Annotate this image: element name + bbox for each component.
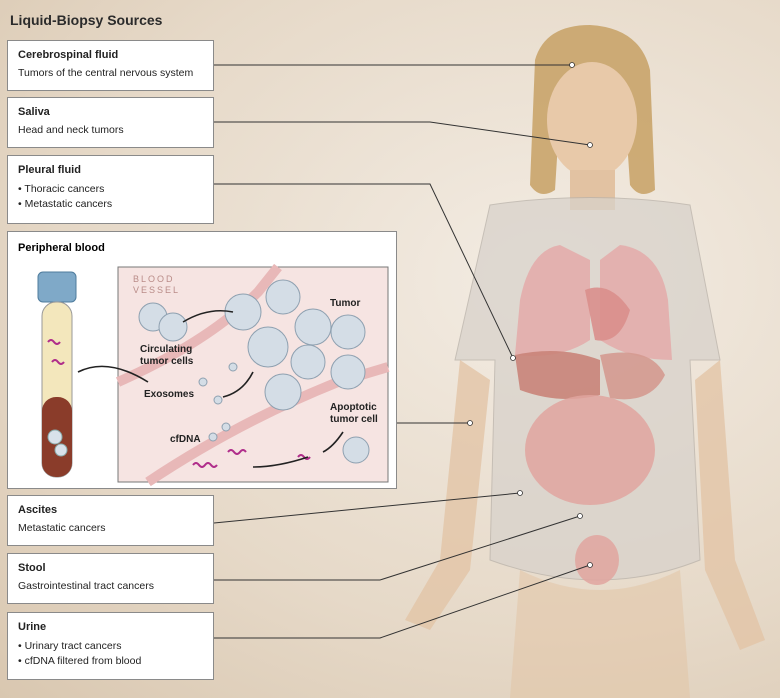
- blood-illustration: [37, 263, 390, 487]
- intestines: [525, 395, 655, 505]
- exosome: [221, 422, 231, 432]
- vessel-wall: [145, 362, 390, 487]
- exosome: [198, 377, 208, 387]
- source-name: Urine: [18, 621, 47, 633]
- source-box-saliva: Saliva Head and neck tumors: [7, 97, 214, 148]
- tumor-cell: [264, 373, 302, 411]
- cfdna-strand: [227, 449, 247, 455]
- arm-left: [405, 360, 490, 630]
- source-item: Metastatic cancers: [18, 197, 203, 212]
- tube-dna: [51, 359, 65, 365]
- cfdna-strand: [297, 454, 311, 460]
- peripheral-blood-panel: Peripheral blood: [7, 231, 397, 489]
- tube-cell: [54, 443, 68, 457]
- lung-left: [515, 245, 590, 356]
- tube-dna: [47, 339, 61, 345]
- tumor-cell: [290, 344, 326, 380]
- arrow: [322, 431, 344, 453]
- source-box-csf: Cerebrospinal fluid Tumors of the centra…: [7, 40, 214, 91]
- tumor-cell: [330, 314, 366, 350]
- exosome: [208, 432, 218, 442]
- tumor-cell: [265, 279, 301, 315]
- source-desc: Metastatic cancers: [18, 522, 106, 534]
- exosomes-label: Exosomes: [144, 389, 195, 400]
- heart: [585, 287, 630, 341]
- hair: [530, 25, 655, 194]
- source-desc: Gastrointestinal tract cancers: [18, 580, 154, 592]
- source-desc: Head and neck tumors: [18, 124, 124, 136]
- arrow: [182, 309, 234, 323]
- source-name: Ascites: [18, 504, 58, 516]
- source-item: cfDNA filtered from blood: [18, 654, 203, 669]
- bladder: [575, 535, 619, 585]
- source-box-urine: Urine Urinary tract cancers cfDNA filter…: [7, 612, 214, 680]
- source-box-ascites: Ascites Metastatic cancers: [7, 495, 214, 546]
- stomach: [600, 352, 665, 400]
- arm-right: [695, 360, 765, 650]
- tumor-cell: [294, 308, 332, 346]
- source-desc: Tumors of the central nervous system: [18, 67, 194, 79]
- source-name: Pleural fluid: [18, 164, 81, 176]
- tumor-label: Tumor: [330, 298, 361, 309]
- cfdna-strand: [192, 462, 218, 468]
- exosome: [228, 362, 238, 372]
- source-name: Peripheral blood: [18, 242, 105, 254]
- circulating-cell: [158, 312, 188, 342]
- page-title: Liquid-Biopsy Sources: [10, 12, 163, 28]
- source-name: Cerebrospinal fluid: [18, 49, 119, 61]
- cfdna-label: cfDNA: [170, 434, 201, 445]
- tube-cap: [37, 271, 77, 303]
- legs: [510, 570, 690, 698]
- tumor-cell: [224, 293, 262, 331]
- face: [547, 62, 637, 178]
- arrow: [252, 456, 309, 468]
- tube-cell: [47, 429, 63, 445]
- source-box-pleural: Pleural fluid Thoracic cancers Metastati…: [7, 155, 214, 224]
- source-name: Stool: [18, 562, 46, 574]
- arrow: [77, 365, 149, 383]
- arrow: [222, 371, 254, 398]
- source-item: Thoracic cancers: [18, 182, 203, 197]
- source-name: Saliva: [18, 106, 50, 118]
- source-box-stool: Stool Gastrointestinal tract cancers: [7, 553, 214, 604]
- tumor-cell: [330, 354, 366, 390]
- apoptotic-cell: [342, 436, 370, 464]
- tumor-cell: [247, 326, 289, 368]
- exosome: [213, 395, 223, 405]
- source-item: Urinary tract cancers: [18, 639, 203, 654]
- liver: [515, 351, 600, 399]
